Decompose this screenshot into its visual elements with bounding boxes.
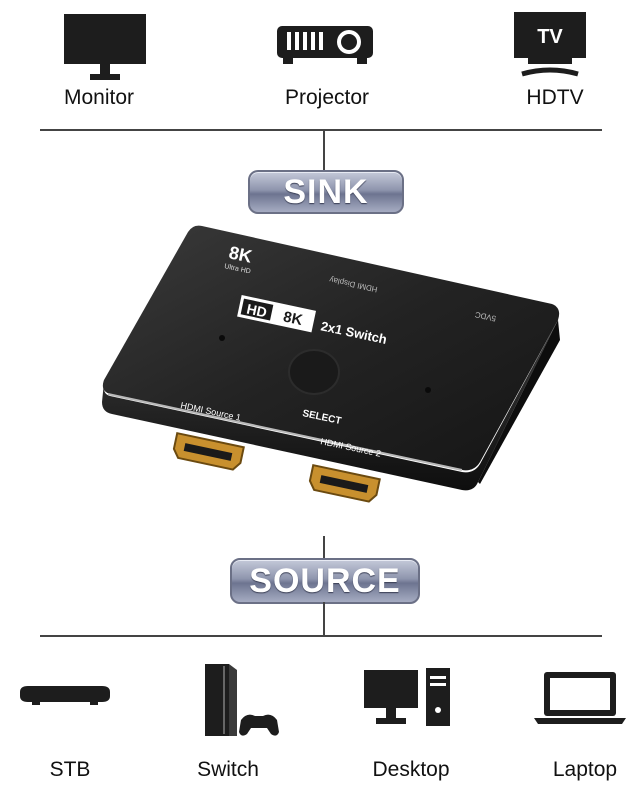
source-label-switch: Switch	[197, 758, 259, 781]
logo-hd: HD	[245, 301, 268, 321]
stb-device	[10, 680, 120, 710]
hdmi-port-2[interactable]	[308, 464, 381, 503]
source-bus-line	[40, 635, 602, 637]
switch-top-face	[102, 225, 560, 471]
projector-device	[270, 18, 380, 66]
switch-side-face	[478, 320, 560, 484]
monitor-device	[55, 12, 155, 84]
source-label-desktop: Desktop	[372, 758, 450, 781]
source-banner: SOURCE	[230, 558, 420, 604]
projector-icon	[277, 26, 373, 64]
desktop-icon	[364, 668, 450, 726]
hdmi-port-1[interactable]	[172, 432, 245, 471]
source-connector-line	[323, 536, 325, 558]
sink-label-hdtv: HDTV	[526, 86, 584, 109]
sink-label-projector: Projector	[284, 86, 370, 109]
power-label: 5VDC	[474, 310, 497, 323]
laptop-icon	[534, 672, 626, 724]
sink-banner: SINK	[248, 170, 404, 214]
sink-label-monitor: Monitor	[63, 86, 135, 109]
tv-icon-text: TV	[537, 26, 563, 48]
hdmi-switch-device: 8K Ultra HD HDMI Display 5VDC HD 8K 2x1 …	[102, 225, 560, 503]
switch-front-face	[102, 320, 558, 491]
sink-bus-line	[40, 129, 602, 131]
desktop-device	[358, 664, 458, 730]
console-device	[195, 660, 285, 742]
logo-8k: 8K	[282, 308, 304, 329]
laptop-device	[530, 668, 630, 728]
source-label-laptop: Laptop	[552, 758, 618, 781]
game-console-icon	[205, 664, 279, 736]
source-label-stb: STB	[49, 758, 91, 781]
select-button[interactable]	[288, 349, 340, 395]
hdtv-icon: TV	[514, 12, 586, 77]
led-2	[425, 387, 431, 393]
monitor-icon	[64, 14, 146, 80]
set-top-box-icon	[20, 686, 110, 705]
badge-8k: 8K	[227, 242, 254, 266]
source-connector-line-lower	[323, 602, 325, 636]
hdtv-device: TV	[505, 10, 595, 84]
sink-connector-line	[323, 130, 325, 170]
led-1	[219, 335, 225, 341]
